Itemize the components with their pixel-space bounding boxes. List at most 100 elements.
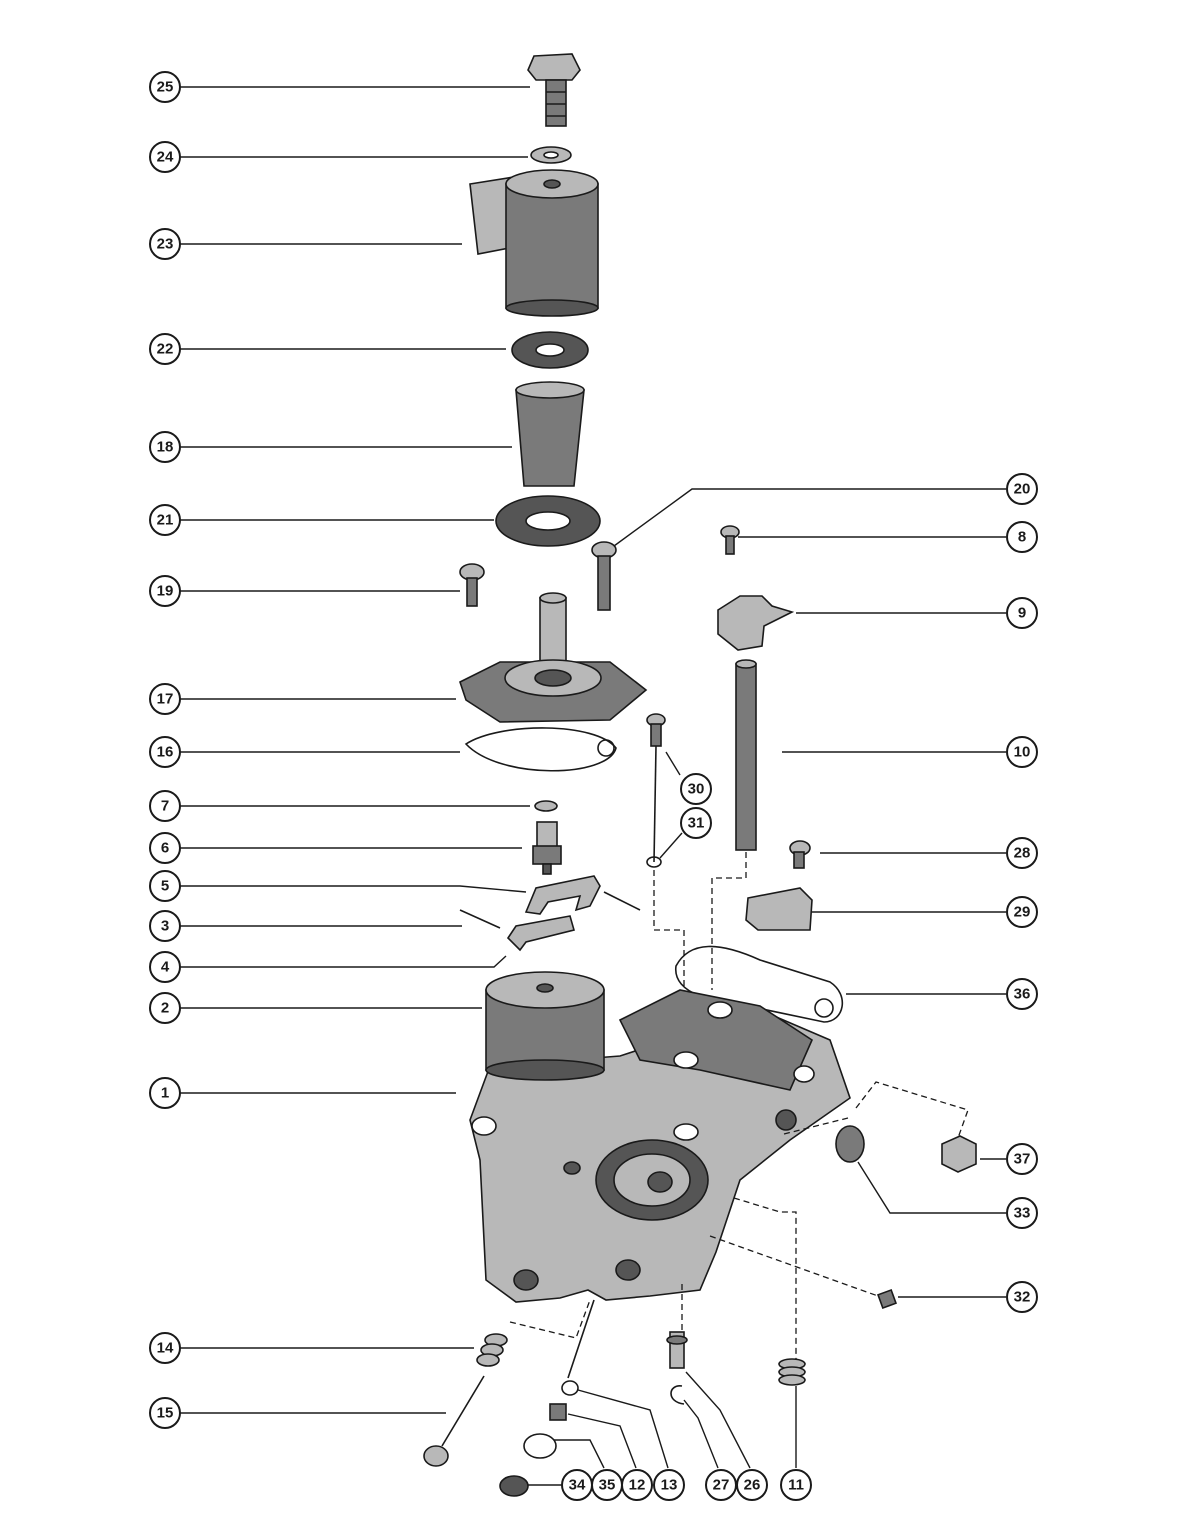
callout-29: 29 — [1006, 896, 1038, 928]
callout-2-label: 2 — [161, 1000, 169, 1017]
callout-21: 21 — [149, 504, 181, 536]
set-screw-32-part — [877, 1289, 897, 1309]
clip-27-part — [670, 1385, 685, 1405]
callout-3: 3 — [149, 910, 181, 942]
clip-part — [524, 875, 601, 915]
callout-17-label: 17 — [157, 691, 174, 708]
callout-28-label: 28 — [1014, 845, 1031, 862]
callout-34-label: 34 — [569, 1477, 586, 1494]
callout-25: 25 — [149, 71, 181, 103]
callout-12-label: 12 — [629, 1477, 646, 1494]
callout-12: 12 — [621, 1469, 653, 1501]
callout-17: 17 — [149, 683, 181, 715]
callout-1-label: 1 — [161, 1085, 169, 1102]
small-washer-part — [534, 800, 558, 812]
gasket-part — [511, 331, 589, 369]
callout-4-label: 4 — [161, 959, 170, 976]
callout-15-label: 15 — [157, 1405, 174, 1422]
pin-left-part — [459, 909, 501, 929]
shaft-part — [735, 659, 757, 851]
callout-15: 15 — [149, 1397, 181, 1429]
cap-housing-part — [469, 169, 599, 317]
callout-8-label: 8 — [1018, 529, 1026, 546]
callout-30: 30 — [680, 773, 712, 805]
callout-5: 5 — [149, 870, 181, 902]
callout-10: 10 — [1006, 736, 1038, 768]
needle-part — [646, 713, 666, 863]
callout-16: 16 — [149, 736, 181, 768]
screw-20-part — [591, 541, 617, 611]
screw-8-part — [720, 525, 740, 555]
callout-19-label: 19 — [157, 583, 174, 600]
callout-35-label: 35 — [599, 1477, 616, 1494]
callout-32: 32 — [1006, 1281, 1038, 1313]
callout-16-label: 16 — [157, 744, 174, 761]
housing-gasket-part — [464, 727, 617, 772]
bracket-part — [717, 595, 795, 651]
callout-6-label: 6 — [161, 840, 169, 857]
callout-11: 11 — [780, 1469, 812, 1501]
callout-14-label: 14 — [157, 1340, 174, 1357]
callout-29-label: 29 — [1014, 904, 1031, 921]
callout-25-label: 25 — [157, 79, 174, 96]
callout-21-label: 21 — [157, 512, 174, 529]
callout-7: 7 — [149, 790, 181, 822]
callout-26: 26 — [736, 1469, 768, 1501]
callout-20: 20 — [1006, 473, 1038, 505]
callout-37: 37 — [1006, 1143, 1038, 1175]
bolt-part — [527, 53, 581, 127]
callout-30-label: 30 — [688, 781, 705, 798]
callout-13: 13 — [653, 1469, 685, 1501]
callout-35: 35 — [591, 1469, 623, 1501]
callout-9-label: 9 — [1018, 605, 1026, 622]
sleeve-part — [515, 381, 585, 487]
seal-part — [495, 495, 601, 547]
callout-8: 8 — [1006, 521, 1038, 553]
callout-32-label: 32 — [1014, 1289, 1031, 1306]
callout-27: 27 — [705, 1469, 737, 1501]
callout-6: 6 — [149, 832, 181, 864]
callout-4: 4 — [149, 951, 181, 983]
callout-22-label: 22 — [157, 341, 174, 358]
plug-part — [835, 1125, 865, 1163]
washer-35-part — [523, 1433, 557, 1459]
o-ring-13-part — [561, 1380, 579, 1396]
callout-33: 33 — [1006, 1197, 1038, 1229]
callout-24-label: 24 — [157, 149, 174, 166]
adjusting-screw-part — [423, 1375, 485, 1467]
callout-28: 28 — [1006, 837, 1038, 869]
callout-27-label: 27 — [713, 1477, 730, 1494]
o-ring-31-part — [646, 856, 662, 868]
spring-11-part — [778, 1358, 806, 1386]
callout-26-label: 26 — [744, 1477, 761, 1494]
callout-10-label: 10 — [1014, 744, 1031, 761]
callout-13-label: 13 — [661, 1477, 678, 1494]
plug-12-part — [549, 1403, 567, 1421]
callout-18: 18 — [149, 431, 181, 463]
callout-23: 23 — [149, 228, 181, 260]
mount-gasket-part — [675, 945, 844, 1023]
pump-body-part — [469, 971, 851, 1303]
callout-9: 9 — [1006, 597, 1038, 629]
cap-34-part — [499, 1475, 529, 1497]
callout-19: 19 — [149, 575, 181, 607]
pin-right-part — [603, 891, 641, 911]
screw-28-part — [789, 840, 811, 869]
callout-3-label: 3 — [161, 918, 169, 935]
callout-31: 31 — [680, 807, 712, 839]
callout-31-label: 31 — [688, 815, 705, 832]
washer-part — [530, 146, 572, 164]
callout-2: 2 — [149, 992, 181, 1024]
lever-part — [506, 915, 575, 952]
callout-33-label: 33 — [1014, 1205, 1031, 1222]
callout-5-label: 5 — [161, 878, 169, 895]
callout-11-label: 11 — [788, 1477, 804, 1494]
callout-37-label: 37 — [1014, 1151, 1031, 1168]
assembly-dash-lines — [509, 852, 969, 1360]
callout-18-label: 18 — [157, 439, 174, 456]
callout-36-label: 36 — [1014, 986, 1031, 1003]
spring-14-part — [476, 1333, 508, 1367]
callout-36: 36 — [1006, 978, 1038, 1010]
callout-14: 14 — [149, 1332, 181, 1364]
